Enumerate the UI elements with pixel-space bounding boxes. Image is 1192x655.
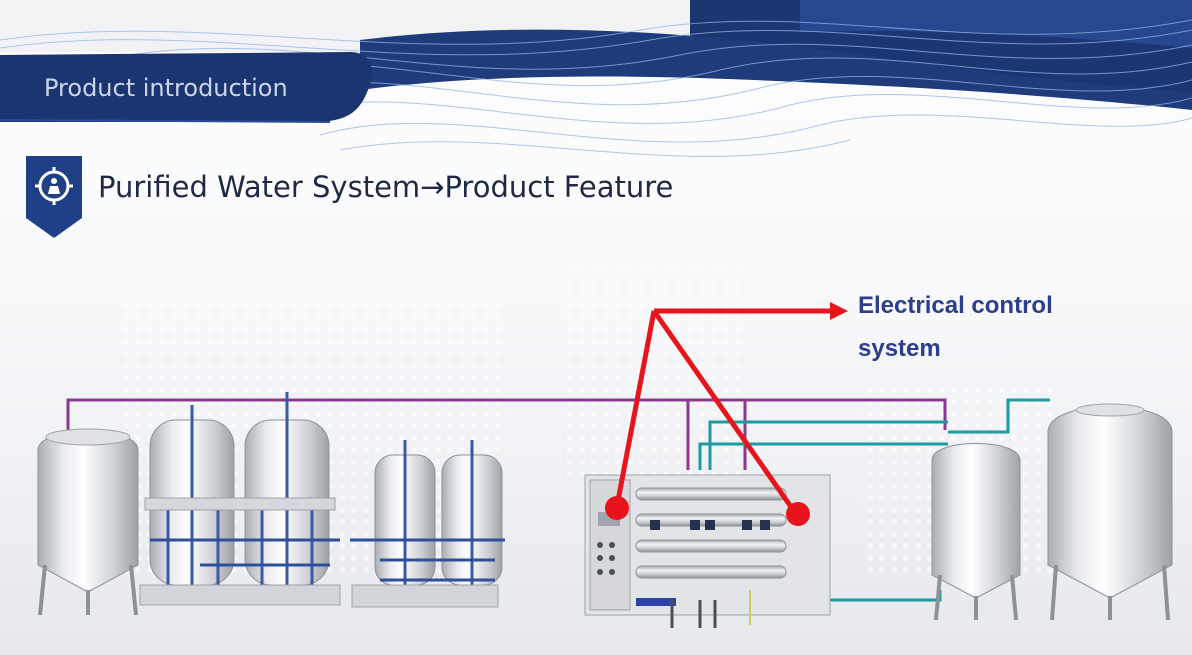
raw-water-tank (37, 428, 139, 616)
intermediate-tank (931, 443, 1021, 621)
softener-tanks (350, 440, 505, 608)
header-wave-decoration (0, 0, 1192, 157)
callout-line-1: Electrical control (858, 292, 1053, 319)
water-system-illustration (37, 392, 1173, 628)
purified-water-tank (1047, 403, 1173, 621)
callout-pointer (605, 302, 848, 526)
banner-label: Product introduction (44, 74, 288, 102)
callout-line-2: system (858, 335, 941, 362)
ro-unit (584, 474, 831, 628)
gear-person-icon (26, 156, 82, 238)
callout-label: Electrical control system (858, 284, 1053, 370)
section-title: Purified Water System→Product Feature (98, 170, 674, 204)
